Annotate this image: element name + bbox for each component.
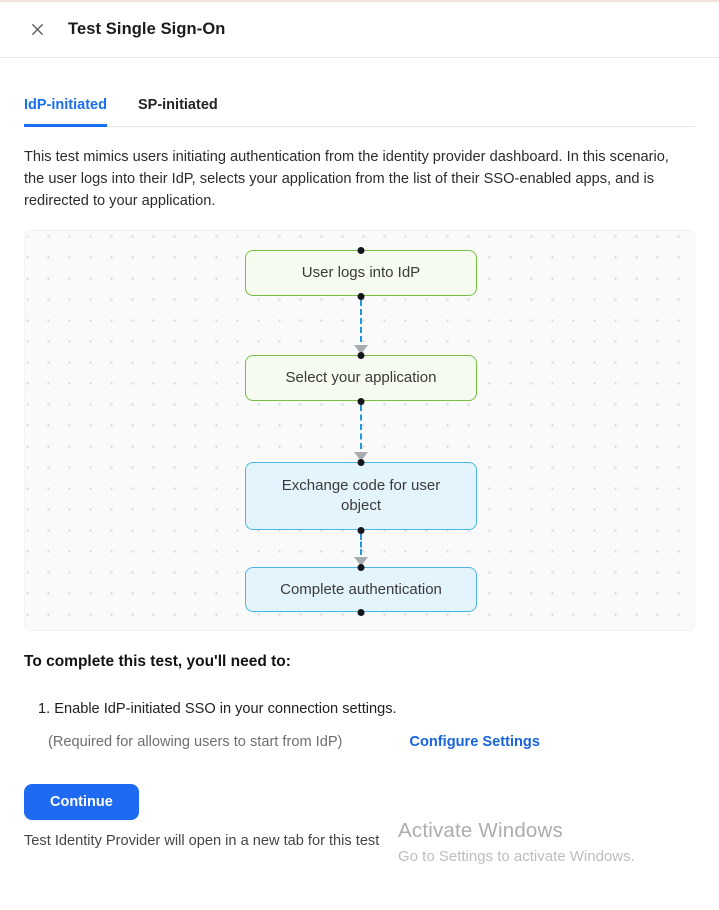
flow-node-select-application: Select your application xyxy=(245,355,477,401)
activate-windows-watermark: Activate Windows Go to Settings to activ… xyxy=(398,819,635,865)
arrow-down-icon xyxy=(354,452,368,461)
requirement-note-row: (Required for allowing users to start fr… xyxy=(48,734,695,750)
requirements-heading: To complete this test, you'll need to: xyxy=(24,653,291,670)
test-description: This test mimics users initiating authen… xyxy=(24,149,669,209)
arrow-down-icon xyxy=(354,345,368,354)
sso-flow-canvas: User logs into IdP Select your applicati… xyxy=(24,230,695,631)
requirement-note: (Required for allowing users to start fr… xyxy=(48,734,343,750)
tab-sp-initiated[interactable]: SP-initiated xyxy=(137,97,218,113)
arrow-down-icon xyxy=(354,557,368,566)
dialog-header: Test Single Sign-On xyxy=(0,2,719,58)
footer-note: Test Identity Provider will open in a ne… xyxy=(24,833,380,849)
close-icon[interactable] xyxy=(27,20,47,40)
tab-idp-initiated[interactable]: IdP-initiated xyxy=(24,89,107,127)
flow-node-exchange-code: Exchange code for user object xyxy=(245,462,477,530)
requirement-item: 1. Enable IdP-initiated SSO in your conn… xyxy=(38,701,695,717)
watermark-subtitle: Go to Settings to activate Windows. xyxy=(398,848,635,865)
tab-bar: IdP-initiated SP-initiated xyxy=(24,89,695,127)
flow-edge-1 xyxy=(360,300,362,342)
requirement-number: 1. xyxy=(38,701,51,717)
page-title: Test Single Sign-On xyxy=(68,20,226,38)
requirement-text: Enable IdP-initiated SSO in your connect… xyxy=(54,701,397,717)
window-top-edge xyxy=(0,0,719,2)
flow-node-user-logs-into-idp: User logs into IdP xyxy=(245,250,477,296)
flow-edge-2 xyxy=(360,405,362,449)
continue-button[interactable]: Continue xyxy=(24,784,139,820)
flow-edge-3 xyxy=(360,534,362,555)
configure-settings-link[interactable]: Configure Settings xyxy=(409,734,540,750)
flow-node-complete-authentication: Complete authentication xyxy=(245,567,477,612)
dialog-body: IdP-initiated SP-initiated This test mim… xyxy=(0,89,719,849)
watermark-title: Activate Windows xyxy=(398,819,563,842)
